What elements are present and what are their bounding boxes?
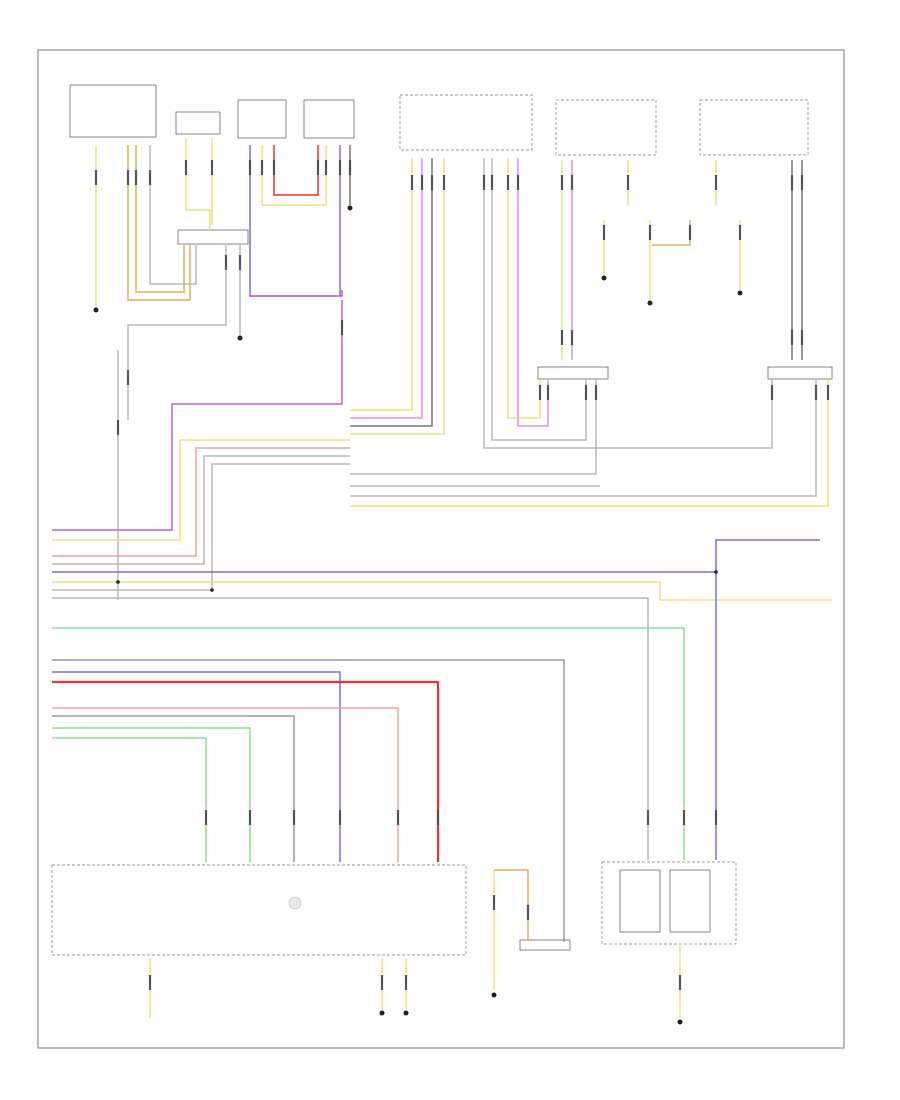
wire-yellow-b xyxy=(261,145,327,206)
wire-blue-c xyxy=(52,671,341,862)
wire-pink-b xyxy=(52,707,399,862)
wire-magenta-a xyxy=(350,158,423,419)
ground-dot xyxy=(379,1010,385,1016)
wire-orange-a xyxy=(127,145,191,301)
wire-yellow-d xyxy=(350,158,445,435)
wire-gray-a xyxy=(149,145,197,285)
inner-module-1 xyxy=(619,869,661,933)
ground-dot xyxy=(677,1019,683,1025)
headlamp-switch-module-box xyxy=(51,864,467,956)
sensor-box xyxy=(519,939,571,951)
wire-orange-d xyxy=(494,869,529,940)
right-lamp-unit-box xyxy=(699,99,809,156)
splice-box-1 xyxy=(177,229,249,245)
dimmer-knob xyxy=(288,896,302,910)
pin-marker xyxy=(94,170,152,185)
wire-yellow-c xyxy=(350,158,413,411)
wire-gray-m xyxy=(52,659,565,942)
wire-gray-k xyxy=(350,380,817,497)
pin-marker xyxy=(184,160,276,175)
connector-block-right xyxy=(767,366,833,380)
wire-green-long xyxy=(52,627,685,860)
connector-block-left xyxy=(537,366,609,380)
pin-marker xyxy=(770,385,830,400)
pin-marker xyxy=(538,385,598,400)
wire-yellow-f xyxy=(350,380,829,507)
wire-orange-c xyxy=(652,220,691,246)
lamp-box-1 xyxy=(237,99,287,139)
pin-marker xyxy=(602,225,742,240)
wire-gray-g xyxy=(483,158,773,449)
ground-dot xyxy=(93,307,99,313)
ground-dot xyxy=(601,275,607,281)
wire-gray-long xyxy=(52,597,649,860)
wire-green-a xyxy=(52,727,251,862)
ground-dot xyxy=(491,992,497,998)
wire-gray-f xyxy=(52,463,350,591)
splice-dot xyxy=(210,588,214,592)
wire-gray-e xyxy=(52,455,350,565)
pin-markers xyxy=(94,160,830,990)
wire-gray-b xyxy=(127,245,227,420)
top-components xyxy=(69,84,833,380)
right-switch-assembly-box xyxy=(601,861,737,945)
inner-module-2 xyxy=(669,869,711,933)
pin-marker xyxy=(316,160,352,175)
wire-dark-b xyxy=(350,158,433,427)
pin-marker xyxy=(482,175,520,190)
splice-dot xyxy=(116,580,120,584)
wires xyxy=(52,138,832,1018)
relay-box xyxy=(175,111,221,135)
splice-dot xyxy=(714,570,718,574)
bottom-components xyxy=(51,861,737,956)
pin-marker xyxy=(646,810,718,825)
pin-marker xyxy=(204,810,440,825)
control-unit-box xyxy=(399,94,533,151)
pin-marker xyxy=(116,255,344,435)
pin-marker xyxy=(410,175,446,190)
pin-marker xyxy=(560,330,804,345)
wire-gray-i xyxy=(350,380,597,475)
lamp-box-2 xyxy=(303,99,355,139)
diagram-frame xyxy=(37,49,845,1049)
ground-dot xyxy=(647,300,653,306)
wire-magenta-b xyxy=(517,158,549,427)
pin-marker xyxy=(560,175,804,190)
wire-red-a xyxy=(273,145,319,196)
wire-yellow-relay xyxy=(185,138,211,230)
wire-blue-long xyxy=(52,539,820,573)
wire-green-b xyxy=(52,737,207,862)
ground-dot xyxy=(237,335,243,341)
wire-violet-long xyxy=(52,300,343,531)
left-lamp-unit-box xyxy=(555,99,657,156)
ground-points xyxy=(93,205,743,1025)
ground-dot xyxy=(347,205,353,211)
wire-pink-a xyxy=(52,447,350,557)
switch-module-box xyxy=(69,84,157,138)
wire-red-b xyxy=(52,680,440,862)
ground-dot xyxy=(737,290,743,296)
wire-yellow-g xyxy=(507,158,541,419)
pin-marker xyxy=(148,895,682,990)
wire-violet-a xyxy=(250,290,343,297)
wire-orange-b xyxy=(135,145,185,293)
wire-gray-h xyxy=(491,158,587,441)
ground-dot xyxy=(403,1010,409,1016)
wire-yellow-long xyxy=(52,581,832,601)
wire-yellow-e xyxy=(52,439,350,541)
